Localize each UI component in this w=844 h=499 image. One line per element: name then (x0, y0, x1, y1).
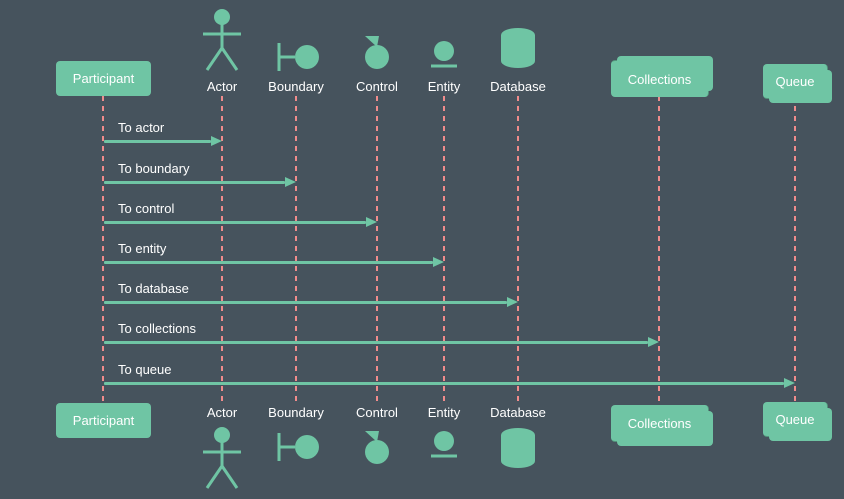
lifeline-control (376, 96, 378, 405)
message-label: To control (118, 201, 175, 216)
lifeline-database (517, 96, 519, 405)
collections-box-top: Collections (611, 56, 713, 97)
message-to-entity: To entity (104, 241, 444, 267)
message-to-collections: To collections (104, 321, 659, 347)
message-arrow (104, 337, 659, 347)
queue-box-bottom: Queue (763, 402, 832, 441)
message-to-database: To database (104, 281, 518, 307)
database-label: Database (490, 79, 546, 94)
actor-icon (200, 426, 244, 490)
boundary-icon (275, 428, 321, 466)
actor-label: Actor (206, 405, 238, 420)
message-arrow (104, 136, 222, 146)
control-label: Control (356, 79, 398, 94)
message-arrow (104, 297, 518, 307)
message-label: To entity (118, 241, 167, 256)
message-arrow (104, 378, 795, 388)
participant-label: Participant (72, 413, 135, 428)
message-label: To boundary (118, 161, 190, 176)
message-arrow (104, 217, 377, 227)
participant-label: Participant (72, 71, 135, 86)
queue-box-top: Queue (763, 64, 832, 103)
entity-icon (429, 430, 459, 460)
collections-label: Collections (627, 415, 692, 431)
lifeline-queue (794, 96, 796, 405)
participant-box-top: Participant (56, 61, 151, 96)
participant-box-bottom: Participant (56, 403, 151, 438)
collections-label: Collections (627, 71, 692, 87)
entity-icon (429, 40, 459, 70)
control-icon (361, 428, 393, 466)
lifeline-collections (658, 96, 660, 405)
database-icon (499, 26, 537, 70)
control-icon (361, 33, 393, 71)
message-to-queue: To queue (104, 362, 795, 388)
message-to-actor: To actor (104, 120, 222, 146)
control-label: Control (356, 405, 398, 420)
message-label: To database (118, 281, 189, 296)
message-arrow (104, 177, 296, 187)
lifeline-boundary (295, 96, 297, 405)
lifeline-participant (102, 96, 104, 405)
message-arrow (104, 257, 444, 267)
actor-label: Actor (206, 79, 238, 94)
entity-label: Entity (427, 79, 461, 94)
collections-box-bottom: Collections (611, 405, 713, 446)
boundary-label: Boundary (268, 79, 324, 94)
message-to-control: To control (104, 201, 377, 227)
message-to-boundary: To boundary (104, 161, 296, 187)
actor-icon (200, 8, 244, 72)
queue-label: Queue (775, 411, 815, 427)
entity-label: Entity (427, 405, 461, 420)
message-label: To actor (118, 120, 165, 135)
database-label: Database (490, 405, 546, 420)
message-label: To queue (118, 362, 172, 377)
boundary-label: Boundary (268, 405, 324, 420)
queue-label: Queue (775, 73, 815, 89)
lifeline-actor (221, 96, 223, 405)
message-label: To collections (118, 321, 197, 336)
database-icon (499, 426, 537, 470)
lifeline-entity (443, 96, 445, 405)
boundary-icon (275, 38, 321, 76)
